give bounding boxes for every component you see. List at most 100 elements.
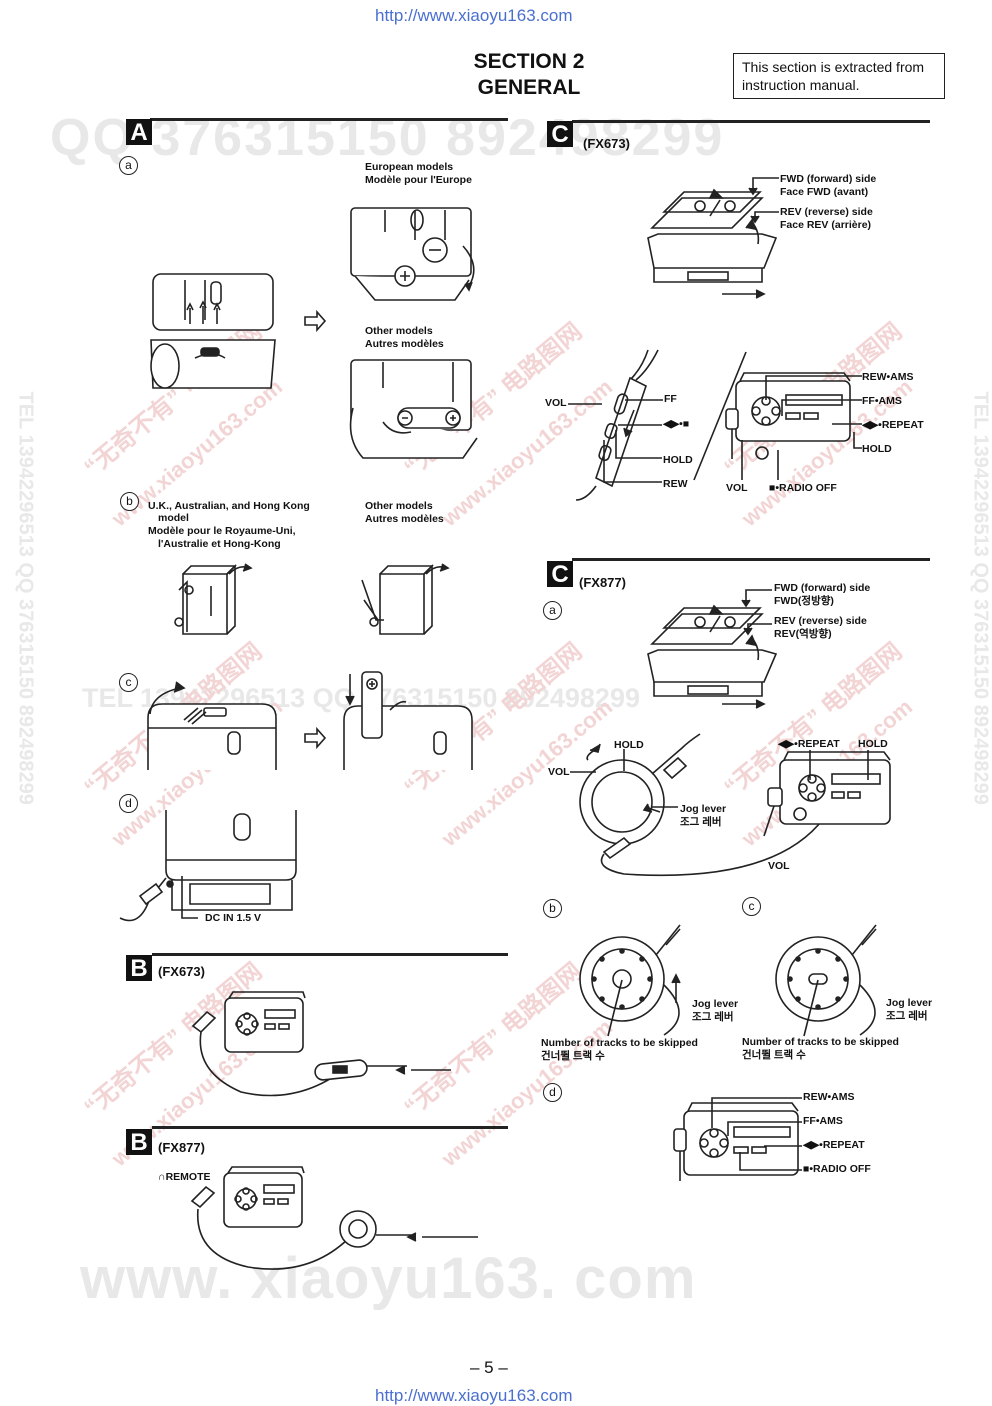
c2-d-leaders	[711, 1097, 802, 1171]
c2-skip-b-label: Number of tracks to be skipped	[541, 1037, 698, 1049]
c2-skip-b-kr-label: 건너뛸 트랙 수	[541, 1050, 605, 1062]
panel-c2-sub-a: a	[543, 601, 562, 620]
c1-rew-leader	[603, 440, 662, 483]
extract-note: This section is extracted from instructi…	[733, 53, 945, 99]
panel-c2-rule	[572, 558, 930, 561]
panel-a-sub-c: c	[119, 673, 138, 692]
battery-insert-illustration	[343, 671, 473, 770]
watermark-side-left: TEL 13942296513 QQ 376315150 892498299	[14, 391, 37, 805]
jog-dial-c-illustration	[775, 924, 877, 1036]
uk-model-line1: U.K., Australian, and Hong Kong	[148, 500, 310, 512]
c2-fwd-label: FWD (forward) side	[774, 582, 871, 594]
c1-hold2-label: HOLD	[862, 443, 892, 455]
c1-fwd-label-fr: Face FWD (avant)	[780, 186, 869, 198]
c2-repeat-label: ◀▶•REPEAT	[778, 738, 840, 750]
fx877-jog-remote-illustration	[579, 733, 891, 877]
panel-c2-sub-d: d	[543, 1083, 562, 1102]
panel-b2-model: (FX877)	[158, 1140, 205, 1155]
divider-slash	[693, 351, 747, 481]
panel-b2-rule	[152, 1126, 508, 1129]
footer-url[interactable]: http://www.xiaoyu163.com	[375, 1386, 573, 1405]
european-label: European models	[365, 161, 454, 173]
fx877-remote-illustration	[190, 1166, 478, 1270]
c1-play-stop-label: ◀▶•■	[663, 418, 690, 430]
fx877-cassette-illustration	[647, 604, 778, 709]
section-title: SECTION 2	[473, 50, 585, 73]
other-charger-illustration	[361, 563, 450, 635]
next-arrow-icon-2	[304, 726, 327, 750]
c1-repeat-label: ◀▶•REPEAT	[862, 419, 924, 431]
panel-a-sub-a: a	[119, 156, 138, 175]
c1-rew-label: REW	[663, 478, 688, 490]
c2-skip-c-leader	[803, 979, 819, 1037]
panel-c2-model: (FX877)	[579, 575, 626, 590]
page-number: – 5 –	[470, 1358, 508, 1377]
panel-c2-sub-b: b	[543, 899, 562, 918]
panel-a-sub-d: d	[119, 794, 138, 813]
c1-rev-label: REV (reverse) side	[780, 206, 873, 218]
c2-top-leaders	[809, 750, 869, 780]
headphone-icon: ∩	[158, 1171, 166, 1183]
c2-radio-off-label: ■•RADIO OFF	[803, 1163, 871, 1175]
panel-a-sub-b: b	[120, 492, 139, 511]
next-arrow-icon	[304, 309, 327, 333]
uk-model-line2: model	[158, 512, 189, 524]
c2-jog-kr-label: 조그 레버	[680, 816, 722, 828]
c2-jog-leader	[652, 806, 678, 808]
panel-b2-letter: B	[126, 1129, 152, 1156]
c1-hold-leader	[615, 430, 662, 459]
c1-leader-lines	[748, 177, 779, 224]
c2-hold-leader	[623, 749, 625, 771]
c1-rev-label-fr: Face REV (arrière)	[780, 219, 872, 231]
c2-vol-label: VOL	[548, 766, 570, 778]
other-models-label-2: Other models	[365, 500, 433, 512]
c1-radio-off-label: ■•RADIO OFF	[769, 482, 837, 494]
c1-vol-leader	[568, 403, 602, 405]
c1-ff-ams-label: FF•AMS	[862, 395, 902, 407]
panel-b1-letter: B	[126, 955, 152, 982]
c2-leader-lines	[741, 589, 772, 636]
c1-hold-label: HOLD	[663, 454, 693, 466]
c1-play-leader	[618, 424, 662, 426]
header-url[interactable]: http://www.xiaoyu163.com	[375, 6, 573, 25]
watermark-site-bottom: www. xiaoyu163. com	[80, 1246, 697, 1311]
c2-hold2-label: HOLD	[858, 738, 888, 750]
c2-repeat2-label: ◀▶•REPEAT	[803, 1139, 865, 1151]
panel-c1-model: (FX673)	[583, 136, 630, 151]
c2-jog-c-label: Jog lever	[886, 997, 933, 1009]
other-models-label-1-fr: Autres modèles	[365, 338, 444, 350]
lid-open-illustration	[147, 681, 277, 770]
c1-fwd-label: FWD (forward) side	[780, 173, 877, 185]
c2-hold-label: HOLD	[614, 739, 644, 751]
uk-model-line3: Modèle pour le Royaume-Uni,	[148, 525, 296, 537]
c2-fwd-kr-label: FWD(정방향)	[774, 595, 834, 607]
c2-ff-ams-label: FF•AMS	[803, 1115, 843, 1127]
battery-case-illustration	[150, 273, 276, 389]
c2-jog-label: Jog lever	[680, 803, 727, 815]
c1-vol2-label: VOL	[726, 482, 748, 494]
watermark-side-right: TEL 13942296513 QQ 376315150 892498299	[969, 391, 992, 805]
fx673-cassette-illustration	[647, 188, 778, 299]
c2-jog-b-label: Jog lever	[692, 998, 739, 1010]
panel-b1-model: (FX673)	[158, 964, 205, 979]
remote-label: ∩REMOTE	[158, 1171, 211, 1183]
fx673-remote-illustration	[191, 991, 451, 1097]
panel-c1-letter: C	[547, 121, 573, 148]
dc-in-label: DC IN 1.5 V	[205, 912, 262, 924]
c2-jog-c-kr-label: 조그 레버	[886, 1010, 928, 1022]
c2-rew-ams-label: REW•AMS	[803, 1091, 855, 1103]
panel-a-rule	[150, 118, 508, 121]
c2-vol-leader	[570, 771, 596, 773]
jog-dial-b-illustration	[579, 924, 681, 1036]
c2-vol2-label: VOL	[768, 860, 790, 872]
panel-c1-rule	[572, 120, 930, 123]
c2-skip-b-leader	[607, 979, 623, 1037]
c2-rev-kr-label: REV(역방향)	[774, 628, 832, 640]
c1-right-leaders	[765, 375, 862, 449]
c2-jog-b-kr-label: 조그 레버	[692, 1011, 734, 1023]
c1-rew-ams-label: REW•AMS	[862, 371, 914, 383]
c1-ff-label: FF	[664, 393, 677, 405]
c1-vol-label: VOL	[545, 397, 567, 409]
uk-charger-illustration	[174, 563, 253, 635]
panel-b1-rule	[152, 953, 508, 956]
